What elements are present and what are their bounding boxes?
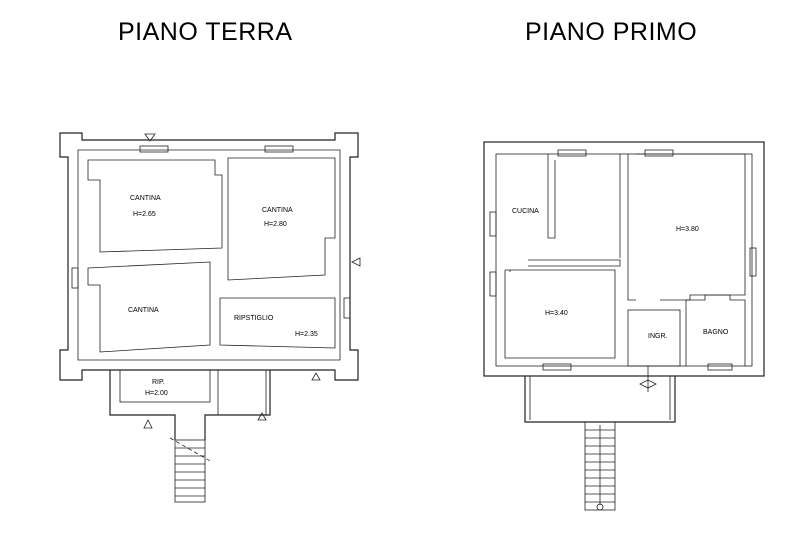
- first-floor-title: PIANO PRIMO: [525, 18, 698, 46]
- label-ripostiglio: RIPSTIGLIO: [234, 315, 274, 322]
- ground-floor-title: PIANO TERRA: [118, 18, 293, 46]
- first-floor-inner-wall: [495, 153, 753, 367]
- label-h-3: H=2.35: [295, 331, 318, 338]
- room-bagno-walls: [685, 294, 746, 366]
- ground-stairs: [174, 439, 206, 503]
- first-window-2: [644, 149, 674, 157]
- label-h-2: H=2.80: [264, 221, 287, 228]
- ground-floor-outer-wall: [59, 132, 359, 381]
- room-small: [217, 369, 267, 416]
- level-marker-bottom-1: [143, 419, 153, 429]
- first-window-5: [749, 247, 757, 277]
- label-cantina-3: CANTINA: [128, 307, 159, 314]
- label-cucina: CUCINA: [512, 208, 539, 215]
- ground-floor-inner-wall: [77, 149, 341, 361]
- label-cantina-2: CANTINA: [262, 207, 293, 214]
- level-marker-bottom-2: [311, 372, 321, 381]
- label-rip: RIP.: [152, 379, 165, 386]
- label-h-4: H=2.00: [145, 390, 168, 397]
- room-cantina-2: [227, 157, 336, 281]
- wall-middle-horizontal: [528, 259, 621, 267]
- porch-outline: [524, 376, 676, 423]
- room-rip: [119, 369, 211, 403]
- label-h-1: H=2.65: [133, 211, 156, 218]
- level-marker-right: [351, 257, 361, 267]
- level-marker-bottom-3: [257, 412, 267, 421]
- level-marker-top: [144, 133, 156, 142]
- first-floor-plan: CUCINA H=3.80 H=3.40 INGR. BAGNO: [483, 141, 765, 511]
- room-ripostiglio: [219, 297, 336, 349]
- label-ingr: INGR.: [648, 333, 668, 340]
- entrance-corridor: [109, 370, 176, 440]
- room-cantina-3: [87, 261, 211, 353]
- label-bagno: BAGNO: [703, 329, 729, 336]
- ground-window-1: [139, 145, 169, 153]
- ground-window-3: [71, 267, 79, 289]
- first-window-4: [489, 271, 497, 297]
- ground-window-2: [264, 145, 294, 153]
- ground-stair-treads: [175, 447, 205, 497]
- label-h-6: H=3.40: [545, 310, 568, 317]
- entrance-corridor-right: [204, 370, 271, 440]
- first-window-1: [557, 149, 587, 157]
- label-cantina-1: CANTINA: [130, 195, 161, 202]
- first-stair-start: [596, 503, 604, 511]
- ground-window-4: [343, 297, 351, 319]
- wall-central: [627, 154, 636, 301]
- first-window-7: [707, 363, 733, 371]
- first-window-6: [542, 363, 572, 371]
- first-floor-outer-wall: [483, 141, 765, 377]
- wall-cucina-left: [547, 154, 556, 239]
- label-h-5: H=3.80: [676, 226, 699, 233]
- stair-cut-line: [169, 437, 213, 463]
- first-window-3: [489, 211, 497, 237]
- room-cantina-1: [87, 159, 223, 253]
- ground-floor-plan: CANTINA H=2.65 CANTINA H=2.80 CANTINA RI…: [59, 132, 361, 503]
- wall-main-room: [504, 269, 616, 359]
- room-ingr-walls: [627, 309, 681, 367]
